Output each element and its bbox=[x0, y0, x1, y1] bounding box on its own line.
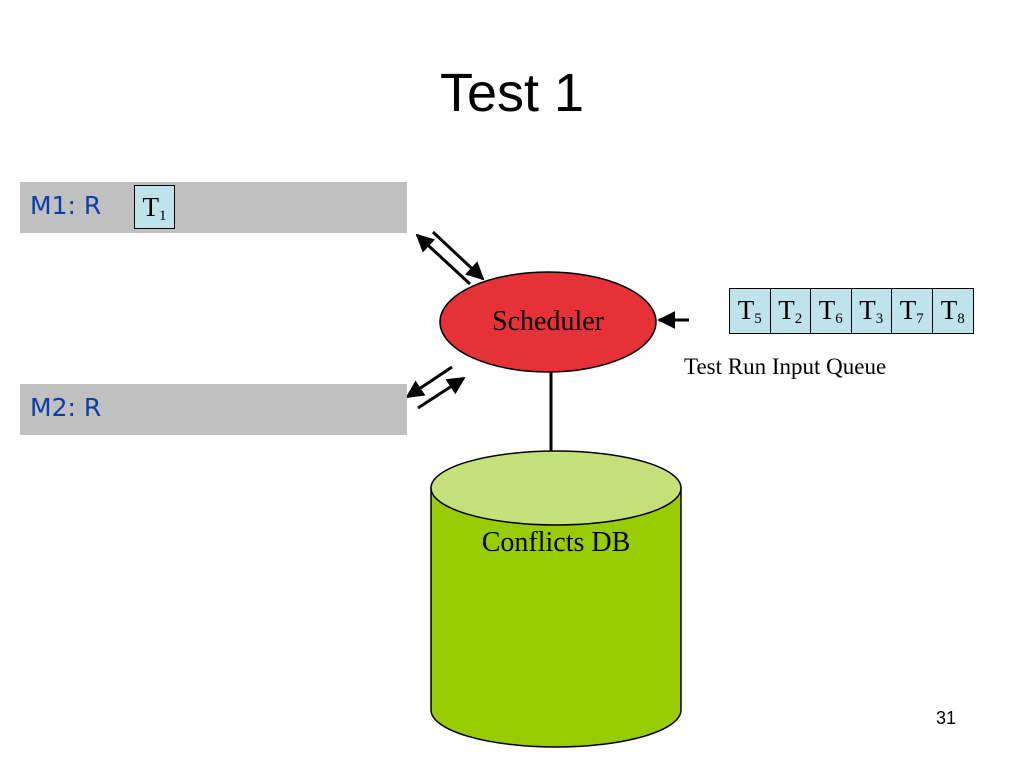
queue-item: T7 bbox=[892, 289, 933, 333]
arrow-m2-to-scheduler bbox=[417, 376, 466, 410]
scheduler-node bbox=[439, 271, 657, 373]
arrow-scheduler-to-m2 bbox=[405, 365, 453, 399]
queue-item: T8 bbox=[932, 289, 973, 333]
machine-m1-label: M1: R bbox=[30, 191, 102, 220]
machine-m2-bar: M2: R bbox=[20, 384, 407, 435]
arrow-scheduler-to-m1 bbox=[415, 233, 472, 286]
queue-item: T2 bbox=[770, 289, 811, 333]
slide-title: Test 1 bbox=[439, 63, 585, 123]
machine-m1-bar: M1: R T1 bbox=[20, 182, 407, 233]
m1-task-slot: T1 bbox=[134, 185, 175, 229]
queue-item: T6 bbox=[811, 289, 852, 333]
machine-m2-label: M2: R bbox=[30, 393, 102, 422]
page-number: 31 bbox=[936, 708, 957, 728]
test-run-input-queue: T5 T2 T6 T3 T7 T8 bbox=[729, 288, 974, 334]
conflicts-db-label: Conflicts DB bbox=[481, 527, 631, 558]
queue-label: Test Run Input Queue bbox=[684, 354, 887, 379]
queue-item: T3 bbox=[851, 289, 892, 333]
conflicts-db-cylinder bbox=[430, 450, 682, 748]
queue-item: T5 bbox=[730, 289, 771, 333]
scheduler-label: Scheduler bbox=[492, 306, 604, 337]
arrow-m1-to-scheduler bbox=[431, 230, 485, 281]
